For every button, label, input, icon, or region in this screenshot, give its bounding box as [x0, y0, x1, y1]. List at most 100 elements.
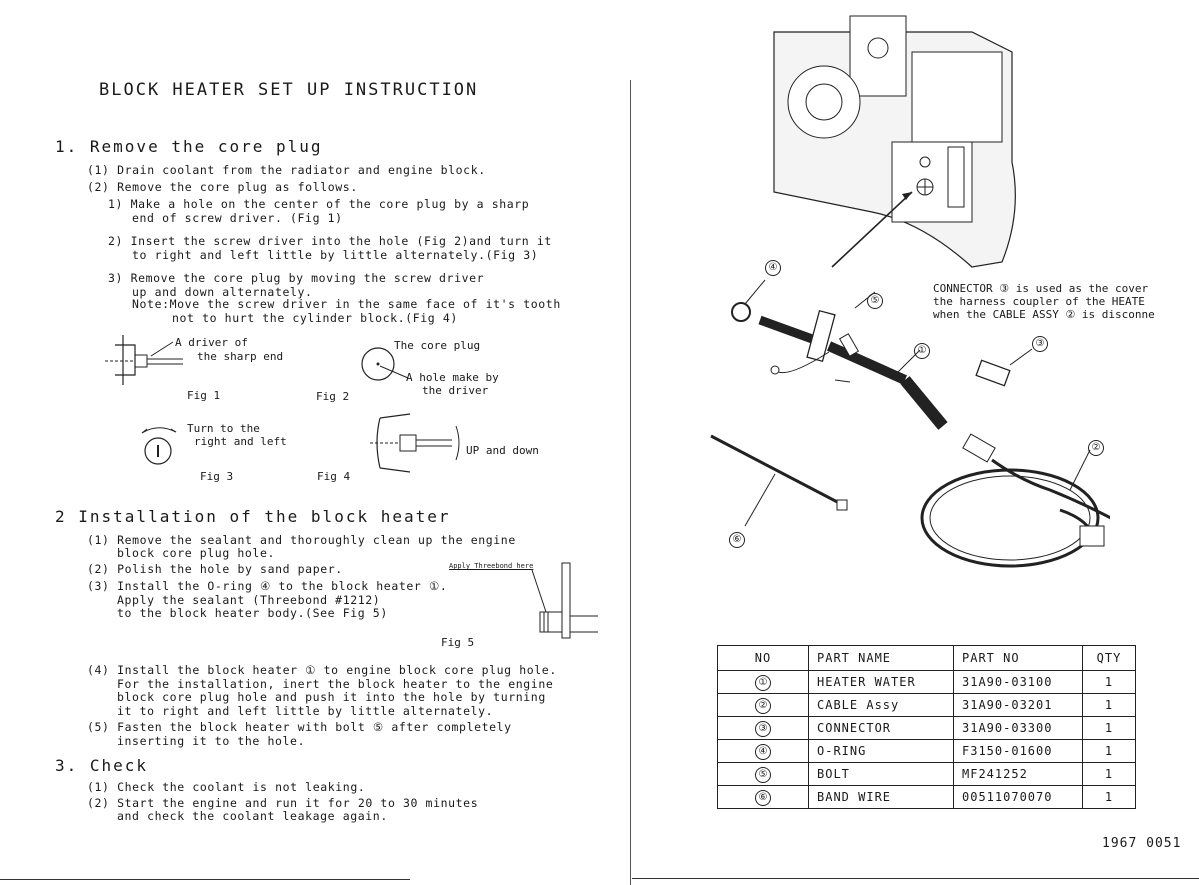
s1-substep-1a: 1) Make a hole on the center of the core… [108, 197, 530, 211]
callout-1: ① [914, 338, 930, 359]
row-qty: 1 [1082, 762, 1136, 786]
s1-note-b: not to hurt the cylinder block.(Fig 4) [172, 311, 458, 325]
row-part-no: 31A90-03100 [953, 670, 1083, 694]
col-no: NO [717, 645, 809, 671]
s2-step-5a: (5) Fasten the block heater with bolt ⑤ … [87, 720, 512, 734]
fig2-label-c: the driver [422, 384, 489, 397]
row-part-name: HEATER WATER [808, 670, 954, 694]
s1-note-a: Note:Move the screw driver in the same f… [132, 297, 561, 311]
fig3-label-a: Turn to the [187, 422, 260, 435]
o-ring-part [731, 279, 766, 322]
section-2-heading: 2 Installation of the block heater [55, 507, 451, 526]
row-part-no: 00511070070 [953, 785, 1083, 809]
fig1-label-a: A driver of [175, 336, 248, 349]
band-wire-part [710, 434, 848, 527]
table-header-row: NO PART NAME PART NO QTY [717, 645, 1136, 671]
table-row: ④ O-RING F3150-01600 1 [717, 739, 1136, 763]
row-no: ④ [755, 743, 771, 760]
col-part-name: PART NAME [808, 645, 954, 671]
row-part-name: BOLT [808, 762, 954, 786]
engine-illustration [773, 15, 1016, 268]
fig5-caption: Fig 5 [441, 636, 475, 649]
connector-note-c: when the CABLE ASSY ② is disconne [933, 308, 1155, 321]
s1-substep-1b: end of screw driver. (Fig 1) [132, 211, 343, 225]
fig3-drawing [141, 427, 177, 465]
row-no: ② [755, 697, 771, 714]
col-qty: QTY [1082, 645, 1136, 671]
table-row: ⑤ BOLT MF241252 1 [717, 762, 1136, 786]
fig5-label: Apply Threebond here [449, 562, 534, 570]
fig1-caption: Fig 1 [187, 389, 221, 402]
s2-step-4d: it to right and left little by little al… [117, 704, 494, 718]
fig4-label: UP and down [466, 444, 539, 457]
fig3-caption: Fig 3 [200, 470, 234, 483]
fig1-label-b: the sharp end [197, 350, 284, 363]
s1-substep-2b: to right and left little by little alter… [132, 248, 539, 262]
s2-step-3b: Apply the sealant (Threebond #1212) [117, 593, 381, 607]
row-no: ① [755, 674, 771, 691]
table-row: ① HEATER WATER 31A90-03100 1 [717, 670, 1136, 694]
row-part-name: CABLE Assy [808, 693, 954, 717]
s2-step-4a: (4) Install the block heater ① to engine… [87, 663, 557, 677]
fig4-drawing [370, 413, 460, 473]
callout-5: ⑤ [867, 288, 883, 309]
cable-assy-part [920, 433, 1110, 568]
page-title: BLOCK HEATER SET UP INSTRUCTION [99, 80, 479, 100]
s2-step-5b: inserting it to the hole. [117, 734, 306, 748]
row-qty: 1 [1082, 785, 1136, 809]
page-divider [630, 80, 631, 885]
parts-table: NO PART NAME PART NO QTY ① HEATER WATER … [717, 645, 1136, 809]
fig2-label-b: A hole make by [406, 371, 499, 384]
connector-note-a: CONNECTOR ③ is used as the cover [933, 282, 1149, 295]
s2-step-4c: block core plug hole and push it into th… [117, 690, 546, 704]
col-part-no: PART NO [953, 645, 1083, 671]
row-qty: 1 [1082, 670, 1136, 694]
row-part-no: MF241252 [953, 762, 1083, 786]
table-row: ② CABLE Assy 31A90-03201 1 [717, 693, 1136, 717]
s2-step-3c: to the block heater body.(See Fig 5) [117, 606, 388, 620]
callout-2: ② [1088, 435, 1104, 456]
section-1-heading: 1. Remove the core plug [55, 137, 323, 156]
s3-step-1: (1) Check the coolant is not leaking. [87, 780, 366, 794]
bottom-rule-left [0, 879, 410, 880]
fig3-label-b: right and left [194, 435, 287, 448]
fig1-drawing [105, 335, 183, 385]
connector-note-b: the harness coupler of the HEATE [933, 295, 1145, 308]
fig2-label-a: The core plug [394, 339, 481, 352]
s1-substep-2a: 2) Insert the screw driver into the hole… [108, 234, 552, 248]
row-qty: 1 [1082, 693, 1136, 717]
s2-step-4b: For the installation, inert the block he… [117, 677, 554, 691]
s2-step-3a: (3) Install the O-ring ④ to the block he… [87, 579, 448, 593]
connector-part [975, 348, 1033, 387]
s2-step-2: (2) Polish the hole by sand paper. [87, 562, 343, 576]
s3-step-2a: (2) Start the engine and run it for 20 t… [87, 796, 479, 810]
fig4-caption: Fig 4 [317, 470, 351, 483]
row-no: ⑥ [755, 789, 771, 806]
s1-substep-3b: up and down alternately. [132, 285, 313, 299]
s3-step-2b: and check the coolant leakage again. [117, 809, 388, 823]
document-number: 1967 0051 [1102, 836, 1182, 851]
row-no: ⑤ [755, 766, 771, 783]
row-part-no: 31A90-03300 [953, 716, 1083, 740]
row-part-name: O-RING [808, 739, 954, 763]
fig2-drawing [361, 347, 409, 381]
s2-step-1b: block core plug hole. [117, 546, 275, 560]
row-qty: 1 [1082, 716, 1136, 740]
row-part-name: CONNECTOR [808, 716, 954, 740]
row-part-no: F3150-01600 [953, 739, 1083, 763]
bottom-rule-right [632, 878, 1199, 879]
s2-step-1a: (1) Remove the sealant and thoroughly cl… [87, 533, 516, 547]
fig2-caption: Fig 2 [316, 390, 350, 403]
row-qty: 1 [1082, 739, 1136, 763]
row-no: ③ [755, 720, 771, 737]
section-3-heading: 3. Check [55, 756, 149, 775]
table-row: ⑥ BAND WIRE 00511070070 1 [717, 785, 1136, 809]
s1-substep-3a: 3) Remove the core plug by moving the sc… [108, 271, 485, 285]
callout-4: ④ [765, 255, 781, 276]
callout-6: ⑥ [729, 527, 745, 548]
s1-step-2: (2) Remove the core plug as follows. [87, 180, 358, 194]
block-heater-part [758, 291, 948, 430]
table-row: ③ CONNECTOR 31A90-03300 1 [717, 716, 1136, 740]
callout-3: ③ [1032, 331, 1048, 352]
fig5-drawing [531, 562, 598, 639]
